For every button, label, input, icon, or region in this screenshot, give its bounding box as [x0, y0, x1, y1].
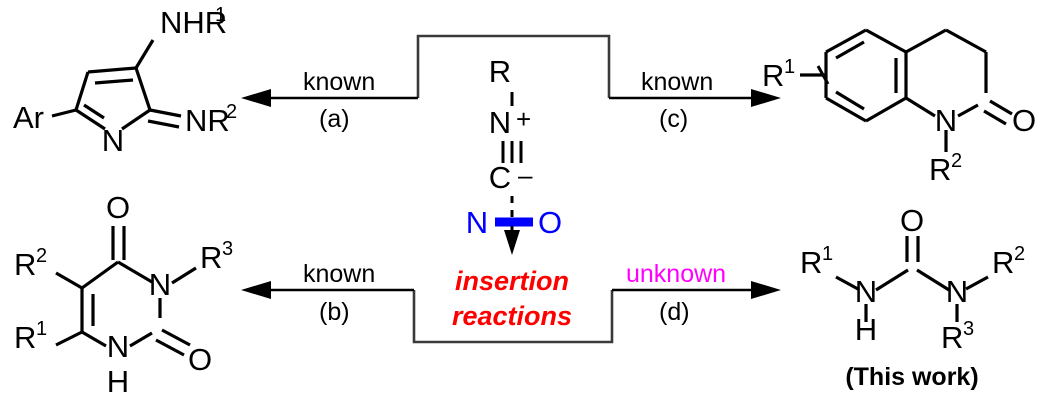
center-nitrogen-charge: + — [516, 104, 531, 134]
center-nitrogen: N — [489, 105, 511, 140]
pyrrole-ring-nitrogen: N — [102, 123, 124, 158]
product-pyrimidinedione: O O N N H R 2 R 1 R 3 — [14, 190, 233, 399]
nitroso-nitrogen: N — [466, 205, 488, 240]
quinolinone-oxygen: O — [1012, 103, 1036, 138]
uracil-r2-label: R — [14, 247, 36, 282]
arrow-c-status: known — [641, 68, 713, 96]
urea-r1-label: R — [800, 245, 822, 280]
uracil-n1-hydrogen: H — [107, 364, 129, 399]
quinolinone-r1-superscript: 1 — [784, 56, 795, 78]
insertion-label-line2: reactions — [452, 301, 572, 331]
urea-nh-hydrogen: H — [855, 312, 877, 347]
uracil-o-top: O — [106, 190, 130, 225]
urea-n2-nitrogen: N — [946, 274, 968, 309]
arrow-a-status: known — [303, 68, 375, 96]
product-urea: O R 1 N H N R 2 R 3 (This work) — [800, 203, 1025, 391]
arrow-c-tag: (c) — [659, 105, 688, 133]
uracil-r3-label: R — [200, 240, 222, 275]
center-reagent: R N + C – N O — [466, 54, 562, 255]
uracil-r2-superscript: 2 — [36, 245, 47, 267]
center-carbon: C — [489, 160, 511, 195]
pyrrole-nhr1-label: NHR — [160, 5, 227, 40]
urea-oxygen: O — [900, 203, 924, 238]
arrow-c — [609, 89, 781, 107]
arrow-a-tag: (a) — [319, 105, 350, 133]
arrow-b-status: known — [303, 260, 375, 288]
urea-r3-superscript: 3 — [963, 318, 974, 340]
uracil-n1: N — [107, 329, 129, 364]
urea-r1-superscript: 1 — [822, 243, 833, 265]
uracil-r1-label: R — [14, 320, 36, 355]
urea-this-work-caption: (This work) — [845, 363, 978, 391]
uracil-o-right: O — [188, 342, 212, 377]
top-bracket — [416, 34, 611, 98]
quinolinone-r1-label: R — [762, 58, 784, 93]
arrow-d-tag: (d) — [659, 298, 690, 326]
arrow-b — [241, 281, 414, 299]
pyrrole-ar-label: Ar — [13, 100, 44, 135]
uracil-r3-superscript: 3 — [222, 238, 233, 260]
arrow-b-tag: (b) — [319, 298, 350, 326]
pyrrole-nhr1-superscript: 1 — [215, 4, 226, 26]
product-dihydroquinolinone: R 1 N R 2 O — [762, 28, 1036, 187]
arrow-d-status: unknown — [626, 260, 726, 288]
nitroso-oxygen: O — [538, 205, 562, 240]
insertion-label-line1: insertion — [455, 266, 569, 296]
urea-r2-superscript: 2 — [1014, 243, 1025, 265]
quinolinone-ring-nitrogen: N — [935, 103, 957, 138]
urea-r3-label: R — [941, 320, 963, 355]
product-aminopyrrole-imine: NHR 1 Ar N NR 2 — [13, 4, 237, 158]
quinolinone-r2-superscript: 2 — [951, 150, 962, 172]
bottom-bracket — [412, 290, 614, 344]
pyrrole-nr2-label: NR — [185, 103, 230, 138]
urea-nh-nitrogen: N — [855, 274, 877, 309]
center-r-label: R — [489, 54, 511, 89]
pyrrole-nr2-superscript: 2 — [226, 101, 237, 123]
arrow-a — [241, 89, 418, 107]
uracil-r1-superscript: 1 — [36, 318, 47, 340]
arrow-d — [612, 281, 781, 299]
urea-r2-label: R — [992, 245, 1014, 280]
uracil-n3: N — [149, 267, 171, 302]
center-carbon-charge: – — [518, 160, 533, 190]
quinolinone-r2-label: R — [929, 152, 951, 187]
